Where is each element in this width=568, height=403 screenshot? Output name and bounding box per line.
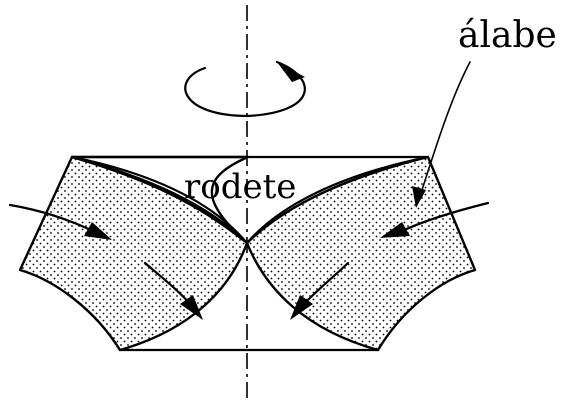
rotation-arrow-icon [184, 60, 306, 118]
alabe-leader-line [412, 61, 471, 208]
flow-arrow-right-lower [290, 261, 350, 320]
alabe-label: álabe [458, 15, 557, 56]
flow-arrow-right-upper [380, 201, 490, 238]
flow-arrow-left-upper [8, 203, 112, 240]
rodete-label: rodete [184, 167, 296, 207]
flow-arrow-left-lower [143, 261, 203, 320]
impeller-v-edge [70, 155, 430, 245]
